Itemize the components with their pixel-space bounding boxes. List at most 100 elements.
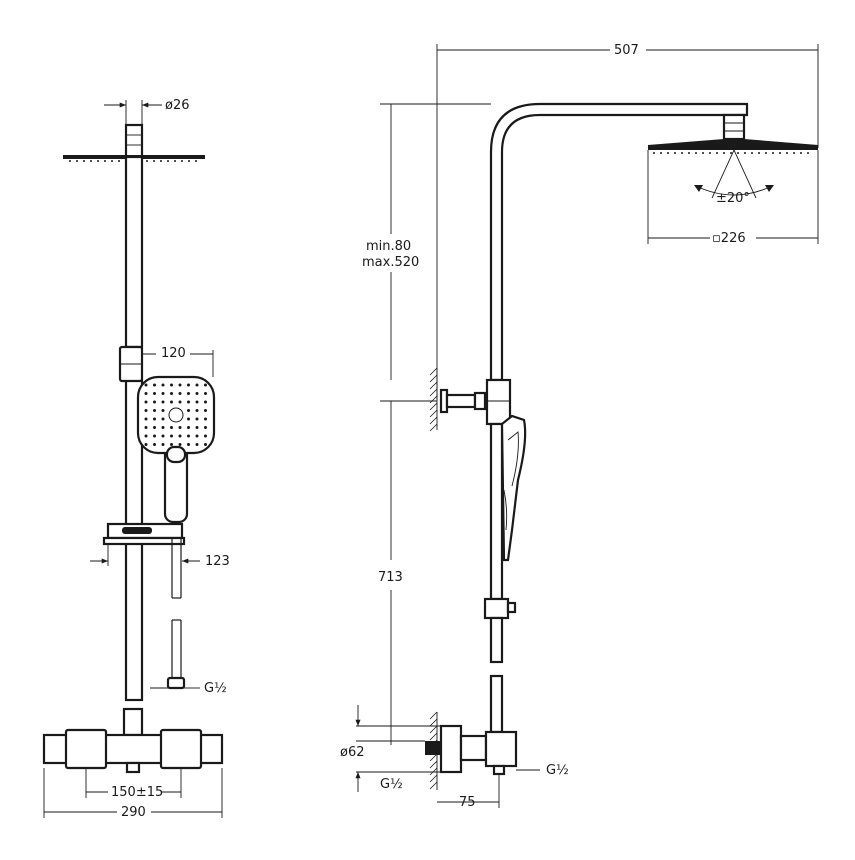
label-mixer-width: 290 (121, 805, 146, 820)
nozzle-dot (772, 152, 774, 154)
front-lower-holder (102, 522, 186, 546)
spray-nozzle-dot (161, 392, 165, 395)
nozzle-dot (765, 152, 767, 154)
spray-nozzle-dot (170, 383, 173, 387)
dim-connector-diameter: ø62 (340, 705, 441, 760)
nozzle-dot (709, 152, 711, 154)
spray-nozzle-dot (170, 426, 173, 429)
nozzle-dot (660, 152, 662, 154)
label-front-inlet-thread: G½ (204, 681, 227, 696)
nozzle-dot (97, 160, 99, 162)
spray-nozzle-dot (144, 400, 148, 404)
spray-nozzle-dot (153, 409, 156, 412)
spray-nozzle-dot (170, 400, 173, 404)
dim-side-inlet-thread: G½ (355, 771, 441, 792)
wall-hatch-line (429, 725, 438, 734)
spray-nozzle-dot (161, 400, 165, 404)
dim-hand-shower-width: 120 (142, 344, 214, 377)
spray-nozzle-dot (187, 392, 190, 395)
spray-nozzle-dot (178, 400, 182, 404)
nozzle-dot (674, 152, 676, 154)
wall-hatch-line (429, 732, 438, 741)
spray-nozzle-dot (170, 392, 173, 395)
spray-nozzle-dot (195, 383, 199, 387)
label-holder-offset: 123 (205, 554, 230, 569)
wall-hatch-line (429, 781, 438, 790)
spray-nozzle-dot (144, 409, 148, 412)
spray-nozzle-dot (195, 409, 199, 412)
spray-nozzle-dot (204, 443, 207, 446)
nozzle-dot (807, 152, 809, 154)
dim-front-inlet-thread: G½ (150, 681, 227, 696)
spray-nozzle-dot (204, 417, 207, 421)
spray-nozzle-dot (153, 434, 156, 438)
label-pipe-diameter: ø26 (165, 98, 190, 113)
nozzle-dot (744, 152, 746, 154)
spray-nozzle-dot (153, 443, 156, 446)
nozzle-dot (146, 160, 148, 162)
spray-nozzle-dot (153, 383, 156, 387)
spray-nozzle-dot (161, 383, 165, 387)
nozzle-dot (653, 152, 655, 154)
spray-nozzle-dot (187, 417, 190, 421)
spray-nozzle-dot (195, 392, 199, 395)
spray-nozzle-dot (161, 443, 165, 446)
wall-hatch-line (429, 774, 438, 783)
spray-nozzle-dot (144, 417, 148, 421)
nozzle-dot (83, 160, 85, 162)
spray-nozzle-dot (153, 417, 156, 421)
wall-hatch-line (429, 718, 438, 727)
nozzle-dot (758, 152, 760, 154)
wall-hatch-line (429, 381, 438, 390)
dim-inlet-spacing: 150±15 (85, 768, 182, 800)
spray-nozzle-dot (187, 409, 190, 412)
spray-nozzle-dot (187, 443, 190, 446)
nozzle-dot (76, 160, 78, 162)
spray-nozzle-dot (204, 392, 207, 395)
wall-hatch-line (429, 423, 438, 432)
label-hand-shower-width: 120 (161, 346, 186, 361)
nozzle-dot (111, 160, 113, 162)
side-mixer-connector (425, 711, 518, 790)
nozzle-dot (153, 160, 155, 162)
front-hand-shower (136, 375, 216, 524)
dim-head-size: ▫226 (647, 150, 819, 246)
spray-nozzle-dot (170, 434, 173, 438)
spray-nozzle-dot (187, 434, 190, 438)
nozzle-dot (104, 160, 106, 162)
nozzle-dot (160, 160, 162, 162)
spray-nozzle-dot (153, 426, 156, 429)
front-mixer-body (42, 707, 224, 774)
side-lower-riser (483, 422, 517, 734)
nozzle-dot (779, 152, 781, 154)
side-riser-arm (489, 102, 749, 382)
wall-hatch-line (429, 416, 438, 425)
label-wall-depth: 75 (459, 795, 476, 810)
nozzle-dot (723, 152, 725, 154)
label-adjust-range-min: min.80 (366, 239, 411, 254)
wall-hatch-line (429, 367, 438, 376)
spray-nozzle-dot (204, 400, 207, 404)
nozzle-dot (688, 152, 690, 154)
spray-nozzle-dot (144, 426, 148, 429)
label-swivel-angle: ±20° (716, 191, 750, 206)
wall-hatch-line (429, 374, 438, 383)
spray-nozzle-dot (161, 426, 165, 429)
wall-hatch-line (429, 409, 438, 418)
spray-nozzle-dot (178, 383, 182, 387)
label-height: 713 (378, 570, 403, 585)
nozzle-dot (188, 160, 190, 162)
spray-nozzle-dot (178, 426, 182, 429)
spray-nozzle-dot (161, 434, 165, 438)
nozzle-dot (681, 152, 683, 154)
spray-nozzle-dot (144, 392, 148, 395)
label-side-inlet-thread: G½ (380, 777, 403, 792)
spray-nozzle-dot (195, 417, 199, 421)
nozzle-dot (751, 152, 753, 154)
spray-nozzle-dot (178, 443, 182, 446)
spray-nozzle-dot (204, 383, 207, 387)
spray-nozzle-dot (195, 426, 199, 429)
spray-nozzle-dot (144, 434, 148, 438)
label-head-size: ▫226 (712, 231, 746, 246)
spray-nozzle-dot (170, 443, 173, 446)
